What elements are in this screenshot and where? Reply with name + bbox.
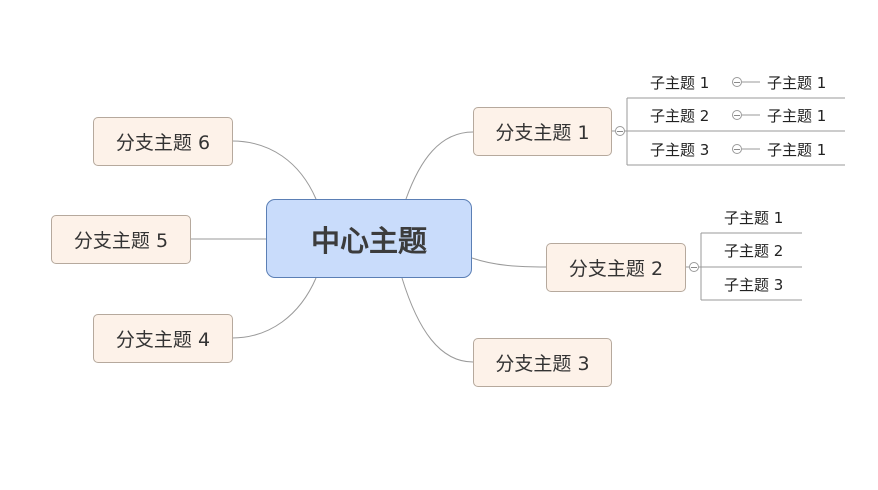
connector-central-branch-3 <box>401 277 474 363</box>
subtopic-b1-2-child[interactable]: 子主题 1 <box>767 107 827 125</box>
subtopic-b1-1[interactable]: 子主题 1 <box>650 74 710 92</box>
subtopic-b1-3[interactable]: 子主题 3 <box>650 141 710 159</box>
branch-topic-2[interactable]: 分支主题 2 <box>546 243 686 292</box>
subtopic-b1-2[interactable]: 子主题 2 <box>650 107 710 125</box>
branch-topic-3[interactable]: 分支主题 3 <box>473 338 612 387</box>
subtopic-b2-3[interactable]: 子主题 3 <box>724 276 784 294</box>
branch-topic-4[interactable]: 分支主题 4 <box>93 314 233 363</box>
connector-central-branch-1 <box>405 131 474 200</box>
subtopic-b2-1[interactable]: 子主题 1 <box>724 209 784 227</box>
connector-branch-1-stem <box>625 98 628 165</box>
connector-branch-2-stem <box>699 233 702 300</box>
subtopic-b1-3-child[interactable]: 子主题 1 <box>767 141 827 159</box>
branch-topic-1[interactable]: 分支主题 1 <box>473 107 612 156</box>
central-topic[interactable]: 中心主题 <box>266 199 472 278</box>
collapse-toggle-b1-sub-3[interactable] <box>732 144 742 154</box>
subtopic-b2-2[interactable]: 子主题 2 <box>724 242 784 260</box>
subtopic-b1-1-child[interactable]: 子主题 1 <box>767 74 827 92</box>
connector-central-branch-6 <box>231 140 317 200</box>
connector-central-branch-4 <box>231 277 317 339</box>
branch-topic-5[interactable]: 分支主题 5 <box>51 215 191 264</box>
collapse-toggle-branch-1[interactable] <box>615 126 625 136</box>
collapse-toggle-branch-2[interactable] <box>689 262 699 272</box>
connector-central-branch-2 <box>471 257 547 268</box>
collapse-toggle-b1-sub-1[interactable] <box>732 77 742 87</box>
collapse-toggle-b1-sub-2[interactable] <box>732 110 742 120</box>
branch-topic-6[interactable]: 分支主题 6 <box>93 117 233 166</box>
